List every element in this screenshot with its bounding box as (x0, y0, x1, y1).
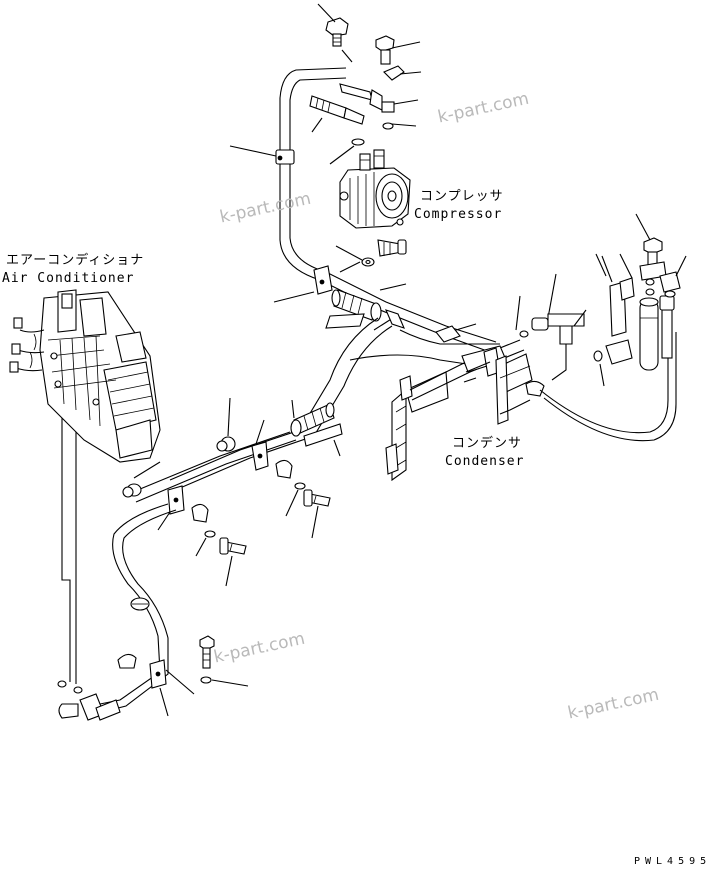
bolt-lower-left (219, 537, 247, 587)
air-conditioner-unit (39, 289, 161, 463)
bolt-right-top (635, 213, 667, 281)
grommet-left (122, 461, 161, 498)
compressor-unit (339, 149, 411, 229)
leader-bolt (341, 49, 353, 63)
pipe-right-loop-a (539, 330, 669, 434)
compressor-label-en: Compressor (414, 207, 503, 222)
condenser-unit (385, 339, 545, 482)
condenser-label-en: Condenser (445, 454, 525, 469)
hose-to-condenser (399, 329, 500, 345)
leader-condenser-a (463, 377, 477, 383)
hose-fitting-lower (290, 399, 343, 457)
pipe-clamp-left (157, 485, 209, 531)
pipe-main-upper (127, 431, 291, 495)
hose-clamp-vertical (229, 145, 295, 165)
washer-mid (285, 482, 306, 517)
small-oring-top (329, 138, 365, 165)
leader-right-a (595, 253, 607, 277)
pipe-right-loop-b (543, 332, 677, 442)
oring-right (645, 278, 655, 296)
bolt-lower-mid (303, 489, 331, 539)
hose-connector-top-right (369, 89, 419, 130)
bolt-middle (335, 239, 407, 267)
bolt-top-right (375, 35, 421, 65)
bolt-bottom (199, 635, 215, 669)
drawing-code: PWL4595 (634, 856, 711, 867)
grommet-lower (130, 597, 150, 611)
oring-right-top (519, 330, 529, 338)
hose-mid-lower-a (169, 317, 379, 481)
leader-condenser-b (515, 295, 521, 331)
grommet-mid (216, 397, 236, 452)
pipe-clamp-mid (251, 419, 293, 479)
air-conditioner-label-jp: エアーコンディショナ (6, 253, 145, 268)
clamp-lower (117, 653, 195, 717)
hose-lower-a (89, 503, 169, 707)
leader-ac-left (61, 396, 71, 682)
washer-bottom (200, 676, 249, 687)
air-conditioner-label-en: Air Conditioner (2, 271, 135, 286)
ac-wiring (9, 317, 45, 373)
pipe-fitting-right (531, 309, 587, 381)
clamp-top (383, 65, 422, 81)
leader-right-b (619, 253, 633, 279)
orings-bottom-left (57, 680, 83, 694)
compressor-label-jp: コンプレッサ (420, 189, 504, 204)
hose-clamp-mid (273, 261, 361, 303)
receiver-dryer (601, 255, 659, 371)
condenser-label-jp: コンデンサ (452, 436, 523, 451)
receiver-bracket (593, 277, 635, 387)
washer-left (195, 530, 216, 557)
hose-fitting-top (309, 83, 373, 133)
bolt-top-left (317, 3, 349, 47)
hose-end-fitting (58, 693, 121, 721)
receiver-pipe (659, 295, 675, 359)
hose-fitting-mid (325, 283, 477, 343)
hose-inner-curve (349, 354, 481, 367)
fitting-right (659, 255, 687, 298)
hose-lower-b (93, 509, 177, 715)
pipe-main-lower (135, 439, 297, 503)
leader-condenser-c (547, 273, 557, 319)
